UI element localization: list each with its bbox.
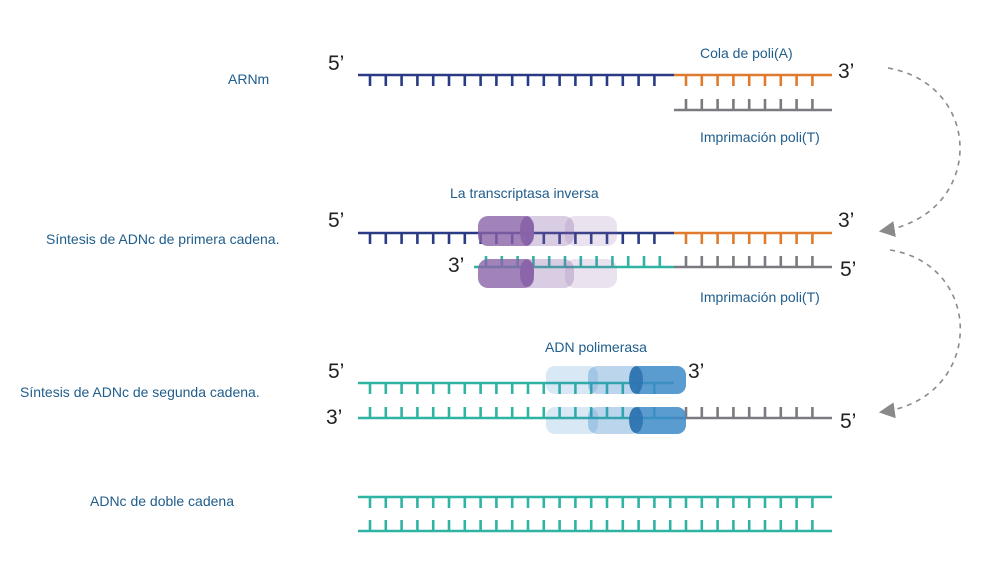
strand-poly-t-primer-row1	[674, 99, 832, 112]
end-5prime-row3-bottom: 5’	[840, 410, 856, 433]
label-poly-t-primer-1: Imprimación poli(T)	[700, 129, 820, 145]
end-5prime-row2-bottom: 5’	[840, 258, 856, 281]
strand-poly-t-row3	[674, 407, 832, 420]
step-label-first-strand: Síntesis de ADNc de primera cadena.	[46, 231, 279, 247]
label-poly-a-tail: Cola de poli(A)	[700, 45, 793, 61]
end-5prime-row3-top: 5’	[328, 360, 344, 383]
reverse-transcriptase-enzyme-top	[478, 216, 617, 246]
strand-cdna-second-row3	[358, 381, 674, 394]
reverse-transcriptase-enzyme-bottom	[478, 259, 617, 288]
step-arrow-1	[878, 67, 961, 237]
strand-poly-t-row2	[674, 256, 832, 269]
strand-mrna-row1	[358, 73, 674, 86]
label-poly-t-primer-2: Imprimación poli(T)	[700, 289, 820, 305]
end-5prime-row2-top: 5’	[328, 209, 344, 232]
step-label-second-strand: Síntesis de ADNc de segunda cadena.	[20, 384, 260, 400]
end-5prime-row1: 5’	[328, 52, 344, 75]
end-3prime-row3-top: 3’	[688, 360, 704, 383]
dna-polymerase-enzyme-bottom	[546, 407, 686, 434]
step-label-double-strand: ADNc de doble cadena	[90, 493, 234, 509]
step-arrow-2	[878, 249, 962, 419]
end-3prime-row3-bottom: 3’	[326, 406, 342, 429]
end-3prime-row2-top: 3’	[838, 209, 854, 232]
step-label-mrna: ARNm	[228, 71, 269, 87]
strand-ds-cdna-top	[358, 495, 832, 508]
end-3prime-row2-bottom: 3’	[448, 254, 464, 277]
strand-ds-cdna-bottom	[358, 520, 832, 533]
strand-poly-a-row2	[674, 231, 832, 244]
end-3prime-row1: 3’	[838, 60, 854, 83]
dna-polymerase-enzyme-top	[546, 366, 686, 394]
label-dna-polymerase: ADN polimerasa	[545, 339, 647, 355]
strand-poly-a-row1	[674, 73, 832, 86]
label-reverse-transcriptase: La transcriptasa inversa	[450, 185, 599, 201]
